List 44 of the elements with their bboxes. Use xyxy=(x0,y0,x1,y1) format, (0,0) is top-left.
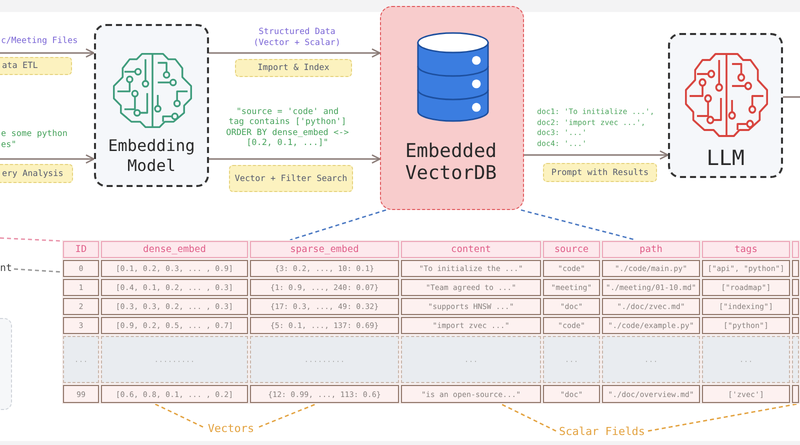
node-title: Embedded VectorDB xyxy=(404,140,498,184)
database-box xyxy=(380,6,524,210)
model-box xyxy=(94,24,209,187)
leader-line xyxy=(154,403,204,428)
step-label: Prompt with Results xyxy=(543,163,657,182)
leader-line xyxy=(648,403,798,432)
side-label: nt xyxy=(0,262,14,276)
flow-text: Structured Data (Vector + Scalar) xyxy=(252,26,342,48)
step-label: Vector + Filter Search xyxy=(229,165,353,192)
node-title: Embedding Model xyxy=(107,136,196,176)
column-header: source xyxy=(543,241,600,258)
leader-line xyxy=(14,268,62,273)
query-line: ORDER BY dense_embed <-> xyxy=(225,128,350,138)
leader-line xyxy=(500,403,556,432)
column-header: sparse_embed xyxy=(250,241,399,258)
column-header: tags xyxy=(702,241,790,258)
query-line: [0.2, 0.1, ...]" xyxy=(246,138,330,150)
arrow xyxy=(0,154,95,164)
column-header: content xyxy=(401,241,541,258)
query-line: tag contains ['python'] xyxy=(228,117,348,128)
zoom-line xyxy=(520,209,636,241)
query-line: "source = 'code' and xyxy=(235,106,340,118)
data-table xyxy=(62,240,800,404)
arrow xyxy=(209,48,381,58)
zoom-line xyxy=(290,209,386,241)
arrow xyxy=(209,154,381,164)
column-header: path xyxy=(602,241,700,258)
column-header: ID xyxy=(63,241,99,258)
connector-line xyxy=(783,96,800,98)
leader-line xyxy=(258,403,316,428)
query-text: e some python es" xyxy=(1,128,69,150)
column-header: dense_embed xyxy=(101,241,248,258)
annotation-label: Scalar Fields xyxy=(556,424,648,440)
step-label: ery Analysis xyxy=(0,164,73,183)
annotation-label: Vectors xyxy=(203,421,259,437)
leader-line xyxy=(0,237,62,242)
model-box xyxy=(668,33,783,178)
arrow xyxy=(0,48,95,58)
step-label: Import & Index xyxy=(235,59,352,77)
dashed-panel xyxy=(0,318,12,410)
arrow xyxy=(524,150,669,160)
node-title: LLM xyxy=(706,145,746,171)
flow-text: c/Meeting Files xyxy=(1,36,79,46)
step-label: ata ETL xyxy=(0,57,72,75)
